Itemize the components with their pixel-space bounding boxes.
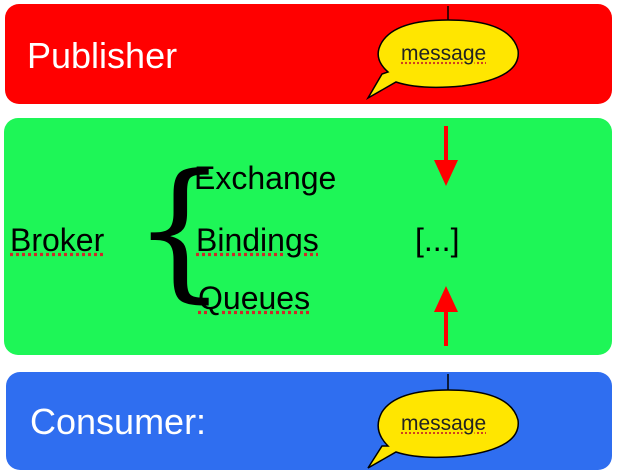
broker-panel (4, 118, 612, 355)
ellipsis-label: [...] (415, 222, 460, 258)
exchange-label: Exchange (194, 160, 337, 196)
publisher-message-text: message (401, 42, 487, 65)
queues-label: Queues (198, 280, 311, 316)
bindings-label: Bindings (196, 222, 319, 258)
broker-label: Broker (10, 222, 105, 258)
consumer-title: Consumer: (30, 401, 207, 442)
publisher-title: Publisher (27, 35, 178, 76)
consumer-message-text: message (401, 412, 487, 435)
curly-brace: { (132, 143, 228, 317)
